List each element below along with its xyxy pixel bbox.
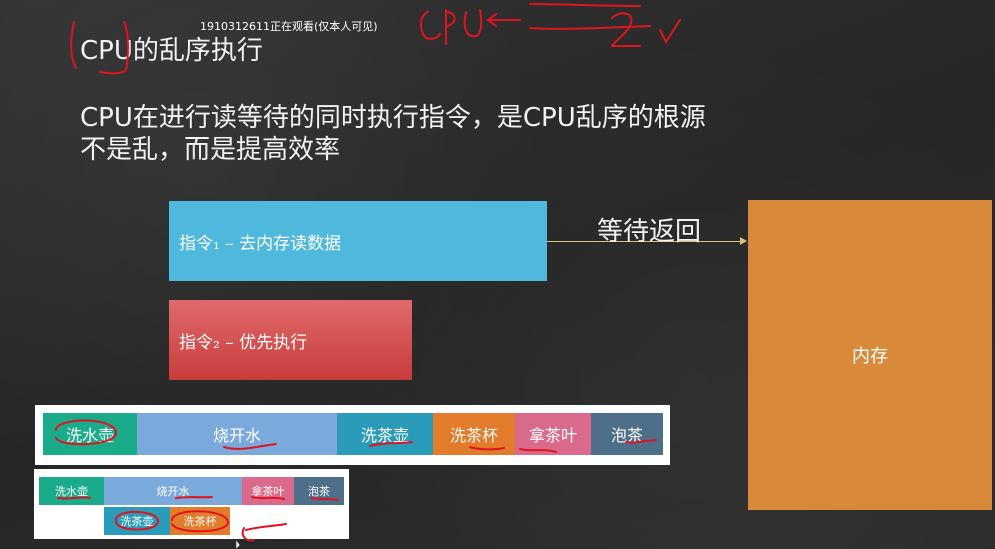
step-wash-cups: 洗茶杯 [433,413,515,455]
opt-brew-tea: 泡茶 [294,477,344,505]
opt-wash-kettle: 洗水壶 [39,477,104,505]
tea-sequence-strip: 洗水壶 烧开水 洗茶壶 洗茶杯 拿茶叶 泡茶 [35,405,670,465]
opt-boil-water: 烧开水 [104,477,242,505]
tea-optimized-strip: 洗水壶 烧开水 拿茶叶 泡茶 洗茶壶 洗茶杯 [34,469,349,539]
instruction-1-box: 指令₁ – 去内存读数据 [169,201,547,281]
opt-get-tea: 拿茶叶 [242,477,294,505]
viewer-watermark: 1910312611正在观看(仅本人可见) [200,20,378,33]
cursor-icon [235,539,241,549]
subtitle-line-1: CPU在进行读等待的同时执行指令，是CPU乱序的根源 [80,103,706,133]
memory-label: 内存 [852,346,888,367]
wait-arrow-head-icon [740,237,747,245]
wait-arrow-line [547,241,741,242]
instruction-2-box: 指令₂ – 优先执行 [169,300,412,380]
step-boil-water: 烧开水 [137,413,337,455]
annotation-num-2 [610,12,681,47]
memory-box: 内存 [748,200,992,510]
opt-wash-cups: 洗茶杯 [170,507,230,535]
annotation-arrow [486,3,651,30]
step-get-tea: 拿茶叶 [515,413,591,455]
opt-wash-teapot: 洗茶壶 [104,507,170,535]
instruction-1-label: 指令₁ – 去内存读数据 [179,233,342,254]
step-brew-tea: 泡茶 [591,413,663,455]
step-wash-teapot: 洗茶壶 [337,413,433,455]
slide-subtitle: CPU在进行读等待的同时执行指令，是CPU乱序的根源 不是乱，而是提高效率 [80,102,706,166]
slide-title: CPU的乱序执行 [80,36,263,66]
step-wash-kettle: 洗水壶 [43,413,137,455]
annotation-cpu-scribble [420,9,483,45]
subtitle-line-2: 不是乱，而是提高效率 [80,135,341,165]
wait-return-label: 等待返回 [597,217,702,247]
instruction-2-label: 指令₂ – 优先执行 [179,332,308,353]
